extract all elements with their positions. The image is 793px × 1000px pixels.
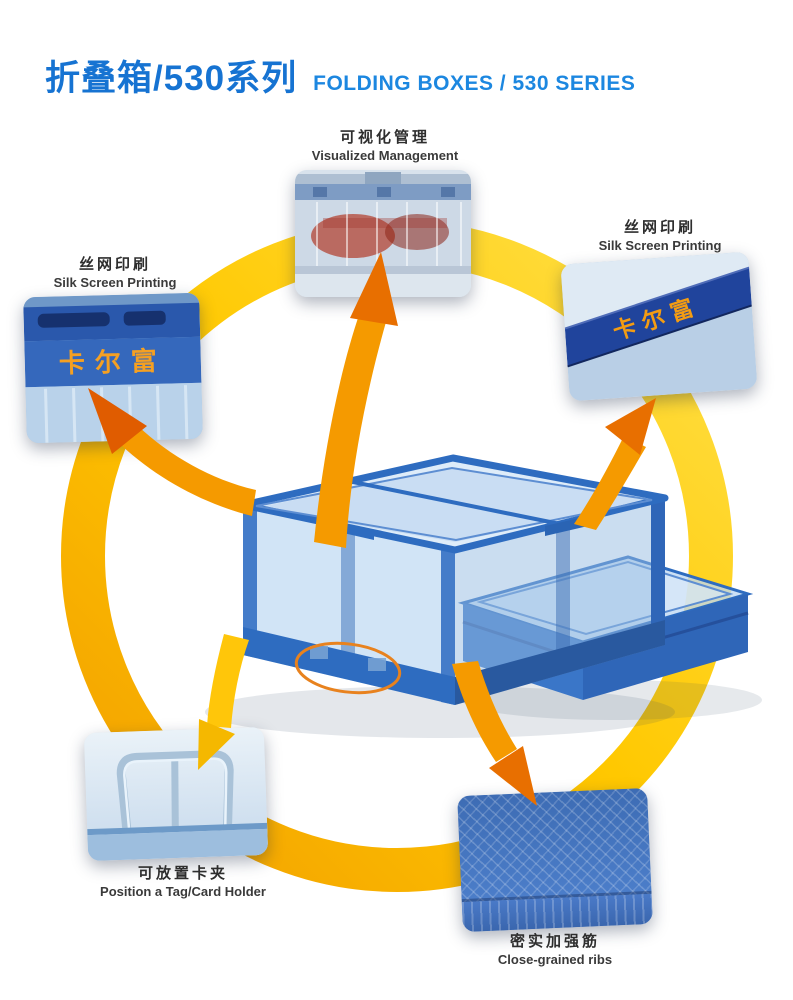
card-holder-photo [83, 726, 269, 862]
label-en: Close-grained ribs [497, 952, 613, 968]
callout-label-visualized: 可视化管理 Visualized Management [285, 128, 485, 165]
label-cn: 丝网印刷 [623, 219, 696, 236]
box-edge-base [87, 828, 269, 862]
printed-band [24, 336, 202, 388]
card-clip [368, 658, 386, 671]
brand-print-text: 卡尔富 [58, 346, 167, 379]
label-en: Silk Screen Printing [53, 275, 177, 291]
callout-label-card-holder: 可放置卡夹 Position a Tag/Card Holder [78, 864, 288, 901]
page-header: 折叠箱/530系列 FOLDING BOXES / 530 SERIES [45, 50, 635, 101]
label-cn: 可视化管理 [339, 129, 430, 146]
label-en: Silk Screen Printing [598, 238, 722, 254]
label-cn: 可放置卡夹 [137, 865, 228, 882]
printed-band [564, 267, 752, 367]
visible-contents [385, 214, 449, 250]
visible-contents [311, 214, 395, 258]
rim-slot [123, 310, 166, 326]
silk-screen-printing-photo-right: 卡尔富 [560, 251, 758, 402]
close-grained-ribs-photo [457, 787, 653, 933]
label-cn: 密实加强筋 [509, 933, 600, 950]
label-cn: 丝网印刷 [78, 256, 151, 273]
page-title-cn: 折叠箱/530系列 [45, 59, 298, 98]
card-clip [310, 646, 328, 659]
label-en: Visualized Management [311, 148, 459, 164]
assembled-crate [239, 454, 669, 705]
visualized-management-photo [295, 170, 471, 297]
callout-label-silk-right: 丝网印刷 Silk Screen Printing [560, 218, 760, 255]
rim-slot [37, 312, 110, 328]
folded-crate-shadow [462, 680, 762, 720]
card-slot-highlight-ellipse [294, 641, 402, 695]
page-title-en: FOLDING BOXES / 530 SERIES [313, 72, 636, 95]
callout-label-ribs: 密实加强筋 Close-grained ribs [450, 932, 660, 969]
silk-screen-printing-photo-left: 卡尔富 [23, 292, 203, 444]
box-latch [365, 172, 401, 184]
callout-label-silk-left: 丝网印刷 Silk Screen Printing [15, 255, 215, 292]
label-en: Position a Tag/Card Holder [100, 884, 266, 900]
crate-shadow [205, 686, 675, 738]
